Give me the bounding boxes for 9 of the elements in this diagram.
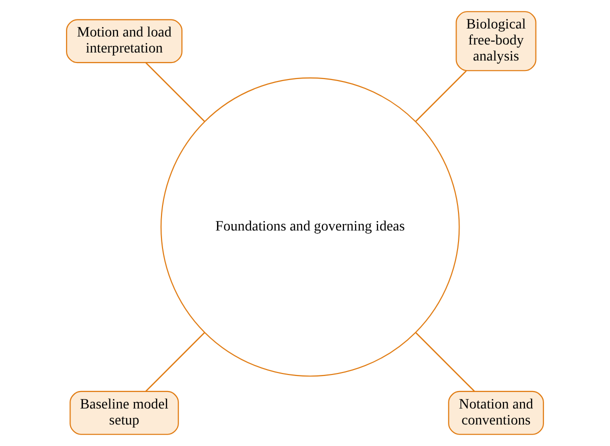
connector [415, 332, 475, 392]
node-box: Motion and load interpretation [66, 19, 182, 64]
connector [145, 332, 205, 392]
node-circle: Foundations and governing ideas [160, 77, 460, 377]
connector [145, 62, 205, 122]
node-box: Biological free-body analysis [456, 11, 536, 72]
node-box: Baseline model setup [70, 390, 179, 435]
node-box: Notation and conventions [448, 390, 544, 435]
connector [415, 70, 467, 122]
